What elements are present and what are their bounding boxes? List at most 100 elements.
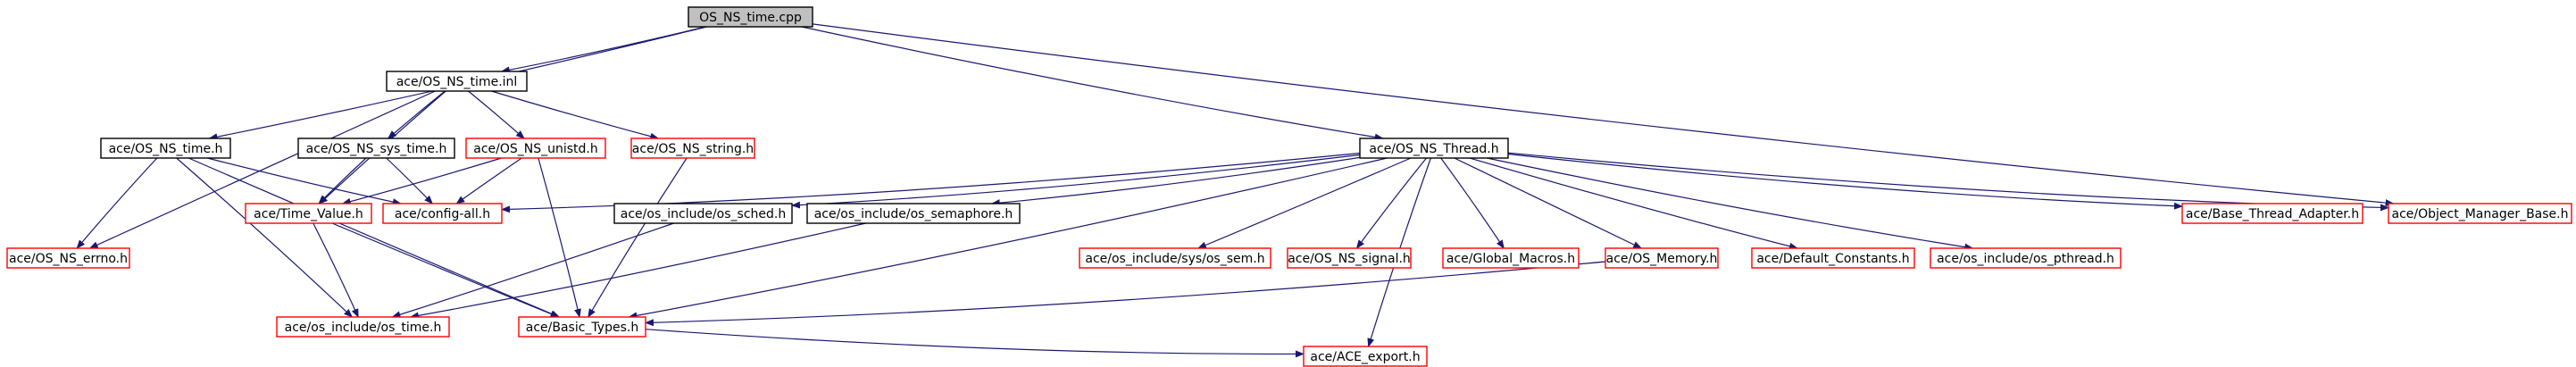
edge-ns_thread-to-base_thread_adapter <box>1507 153 2183 210</box>
edge-ns_string-to-basic_types <box>588 157 688 318</box>
edge-ns_thread-to-os_sem <box>1196 157 1412 249</box>
node-ns-time-inl[interactable]: ace/OS_NS_time.inl <box>386 71 528 92</box>
node-label: ace/os_include/os_semaphore.h <box>814 207 1013 221</box>
node-base-thread-adapter: ace/Base_Thread_Adapter.h <box>2181 203 2363 224</box>
node-box <box>806 203 1021 224</box>
node-box <box>1751 247 1915 269</box>
edge-ns_sys_time-to-time_value <box>318 157 367 204</box>
node-box <box>465 138 606 159</box>
edge-ns_time_h-to-os_time <box>176 157 354 318</box>
edge-ns_time_inl-to-ns_errno <box>88 90 436 249</box>
node-label: ace/OS_NS_Thread.h <box>1369 142 1498 156</box>
node-box <box>630 138 755 159</box>
edge-ns_time_inl-to-ns_sys_time <box>387 90 446 139</box>
node-label: ace/os_include/os_sched.h <box>621 207 786 221</box>
edge-ns_thread-to-object_manager_base <box>1507 152 2389 212</box>
node-label: ace/OS_NS_time.inl <box>396 75 518 89</box>
node-label: ace/Global_Macros.h <box>1446 252 1575 266</box>
node-label: ace/Time_Value.h <box>254 207 363 221</box>
node-global-macros: ace/Global_Macros.h <box>1442 247 1580 269</box>
edge-os_semaphore-to-os_time <box>409 222 866 320</box>
node-label: ace/Object_Manager_Base.h <box>2392 207 2569 221</box>
edge-root-to-ns_thread <box>801 26 1384 141</box>
node-label: ace/ACE_export.h <box>1310 350 1420 364</box>
edge-ns_unistd-to-config_all <box>455 157 522 204</box>
node-box <box>6 247 130 269</box>
node-label: ace/Base_Thread_Adapter.h <box>2186 207 2359 221</box>
edge-ns_time_h-to-basic_types <box>188 157 561 318</box>
node-box <box>245 203 372 224</box>
edge-ns_thread-to-global_macros <box>1440 157 1505 249</box>
node-ns-thread[interactable]: ace/OS_NS_Thread.h <box>1359 138 1509 159</box>
edge-ns_time_inl-to-ns_unistd <box>468 90 525 139</box>
edge-ns_time_h-to-ns_errno <box>76 157 158 249</box>
node-label: ace/OS_NS_time.h <box>109 142 223 156</box>
node-ns-signal: ace/OS_NS_signal.h <box>1287 247 1412 269</box>
node-box <box>1930 247 2122 269</box>
node-os-semaphore[interactable]: ace/os_include/os_semaphore.h <box>806 203 1021 224</box>
node-time-value: ace/Time_Value.h <box>245 203 372 224</box>
node-box <box>1442 247 1580 269</box>
edge-ns_thread-to-os_semaphore <box>990 156 1361 207</box>
edge-ns_time_inl-to-ns_string <box>491 90 660 140</box>
node-box <box>1079 247 1271 269</box>
node-object-manager-base: ace/Object_Manager_Base.h <box>2388 203 2572 224</box>
edge-ns_thread-to-basic_types <box>628 157 1388 320</box>
node-os-pthread: ace/os_include/os_pthread.h <box>1930 247 2122 269</box>
node-basic-types: ace/Basic_Types.h <box>518 316 646 338</box>
node-label: ace/Default_Constants.h <box>1756 252 1909 266</box>
node-box <box>386 71 528 92</box>
node-box <box>276 316 450 338</box>
node-ns-unistd: ace/OS_NS_unistd.h <box>465 138 606 159</box>
node-label: ace/OS_NS_signal.h <box>1288 252 1411 266</box>
node-ace-export: ace/ACE_export.h <box>1303 346 1428 367</box>
node-config-all: ace/config-all.h <box>382 203 503 224</box>
edge-os_memory-to-basic_types <box>645 261 1606 327</box>
node-box <box>518 316 646 338</box>
edge-ns_sys_time-to-config_all <box>386 157 433 204</box>
node-label: ace/os_include/os_time.h <box>285 321 442 335</box>
node-os-sem: ace/os_include/sys/os_sem.h <box>1079 247 1271 269</box>
node-label: ace/Basic_Types.h <box>526 321 638 335</box>
node-ns-time-h[interactable]: ace/OS_NS_time.h <box>100 138 231 159</box>
node-root[interactable]: OS_NS_time.cpp <box>688 6 813 28</box>
edge-ns_thread-to-os_memory <box>1454 157 1643 249</box>
edge-ns_thread-to-os_sched <box>791 154 1361 209</box>
node-label: ace/config-all.h <box>395 207 490 221</box>
node-box <box>382 203 503 224</box>
node-os-time: ace/os_include/os_time.h <box>276 316 450 338</box>
node-ns-sys-time[interactable]: ace/OS_NS_sys_time.h <box>297 138 455 159</box>
node-os-sched[interactable]: ace/os_include/os_sched.h <box>613 203 793 224</box>
node-label: ace/os_include/sys/os_sem.h <box>1085 252 1264 266</box>
node-box <box>2181 203 2363 224</box>
node-label: ace/OS_NS_unistd.h <box>473 142 598 156</box>
node-box <box>2388 203 2572 224</box>
edge-ns_thread-to-default_constants <box>1469 157 1798 250</box>
node-box <box>1359 138 1509 159</box>
edge-root-to-ns_time_inl <box>500 26 706 74</box>
node-label: ace/os_include/os_pthread.h <box>1937 252 2114 266</box>
node-box <box>1605 247 1719 269</box>
node-label: OS_NS_time.cpp <box>699 11 802 25</box>
edge-time_value-to-basic_types <box>331 222 560 318</box>
node-box <box>1303 346 1428 367</box>
node-box <box>1287 247 1412 269</box>
edge-ns_unistd-to-basic_types <box>538 157 581 318</box>
node-label: ace/OS_NS_errno.h <box>9 252 128 266</box>
edge-os_sched-to-os_time <box>391 222 674 319</box>
node-os-memory: ace/OS_Memory.h <box>1605 247 1719 269</box>
node-box <box>100 138 231 159</box>
node-box <box>613 203 793 224</box>
node-ns-string: ace/OS_NS_string.h <box>630 138 755 159</box>
edge-ns_unistd-to-time_value <box>341 157 502 205</box>
node-box <box>688 6 813 28</box>
edge-root-to-object_manager_base <box>812 23 2395 207</box>
edge-ns_time_h-to-config_all <box>207 157 402 206</box>
edge-basic_types-to-ace_export <box>645 329 1305 358</box>
edge-ns_thread-to-ns_signal <box>1355 157 1427 249</box>
node-label: ace/OS_NS_sys_time.h <box>306 142 447 156</box>
node-default-constants: ace/Default_Constants.h <box>1751 247 1915 269</box>
edge-ns_thread-to-os_pthread <box>1487 157 1974 251</box>
edge-ns_thread-to-config_all <box>501 152 1361 213</box>
